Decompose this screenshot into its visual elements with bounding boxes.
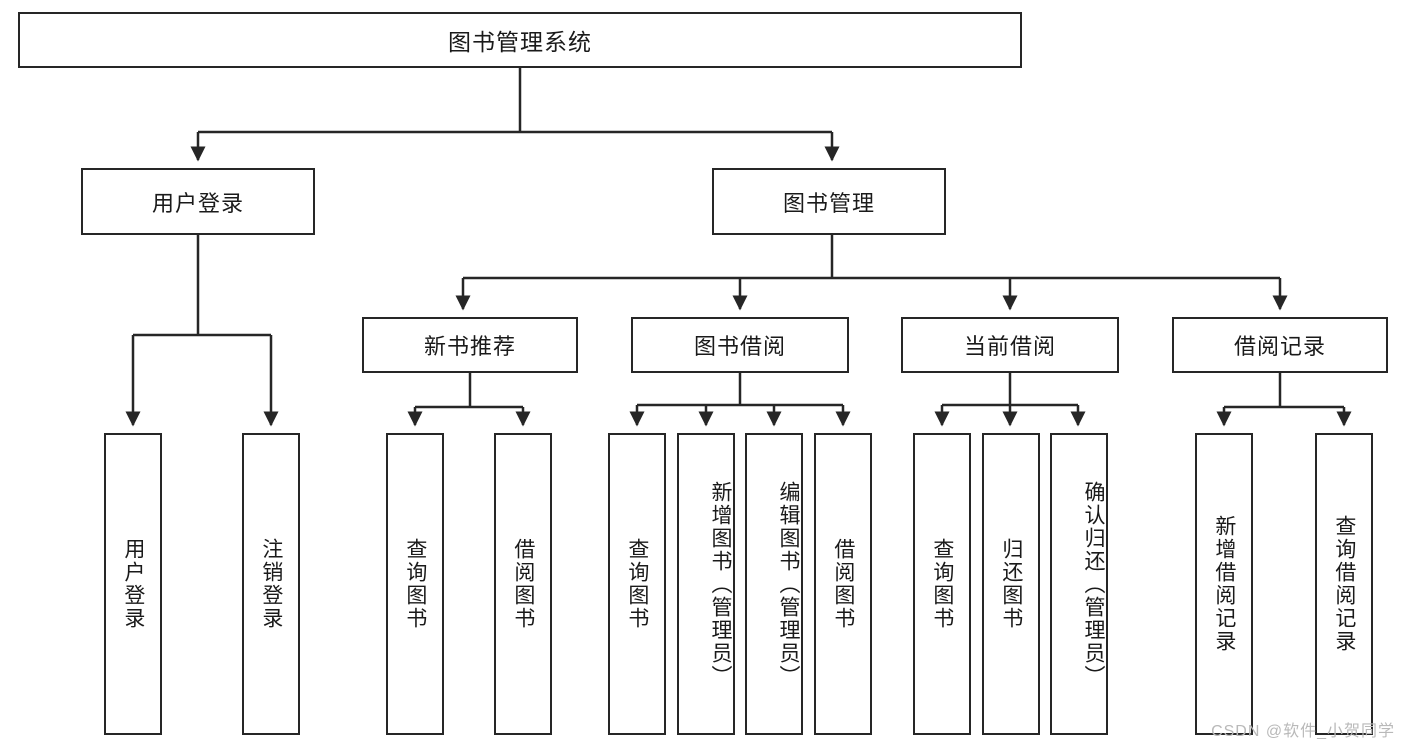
node-borrow-record[interactable]: 借阅记录 [1172,317,1388,373]
leaf-query-borrow-record[interactable]: 查询借阅记录 [1315,433,1373,735]
leaf-add-book[interactable]: 新增图书（管理员） [677,433,735,735]
node-book-manage[interactable]: 图书管理 [712,168,946,235]
leaf-confirm-return[interactable]: 确认归还（管理员） [1050,433,1108,735]
leaf-borrow-book-1[interactable]: 借阅图书 [494,433,552,735]
leaf-edit-book[interactable]: 编辑图书（管理员） [745,433,803,735]
node-user-login[interactable]: 用户登录 [81,168,315,235]
leaf-user-login[interactable]: 用户登录 [104,433,162,735]
node-new-book-recommend[interactable]: 新书推荐 [362,317,578,373]
node-book-borrow[interactable]: 图书借阅 [631,317,849,373]
leaf-logout[interactable]: 注销登录 [242,433,300,735]
node-current-borrow[interactable]: 当前借阅 [901,317,1119,373]
leaf-return-book[interactable]: 归还图书 [982,433,1040,735]
node-root[interactable]: 图书管理系统 [18,12,1022,68]
leaf-query-book-3[interactable]: 查询图书 [913,433,971,735]
leaf-query-book-1[interactable]: 查询图书 [386,433,444,735]
leaf-borrow-book-2[interactable]: 借阅图书 [814,433,872,735]
leaf-add-borrow-record[interactable]: 新增借阅记录 [1195,433,1253,735]
csdn-watermark: CSDN @软件_小贺同学 [1211,723,1395,740]
leaf-query-book-2[interactable]: 查询图书 [608,433,666,735]
